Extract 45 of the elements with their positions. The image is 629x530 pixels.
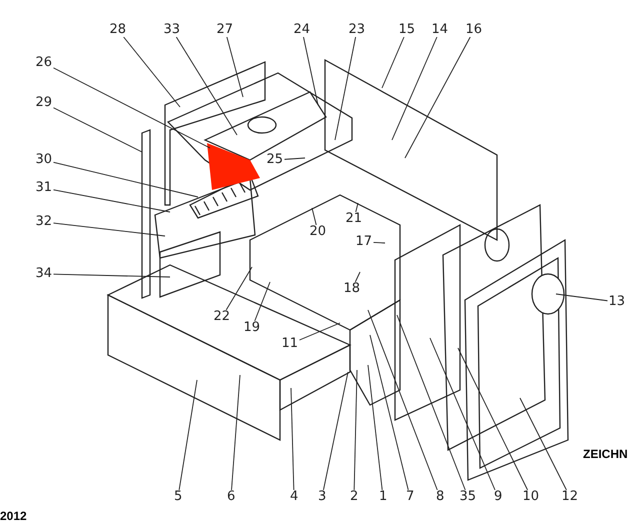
- leader-line: [303, 36, 318, 106]
- leader-line: [176, 36, 238, 136]
- leader-line: [53, 189, 170, 212]
- leader-line: [312, 208, 317, 226]
- leader-line: [556, 294, 608, 302]
- leader-line: [430, 338, 496, 490]
- leader-line: [368, 364, 383, 490]
- leader-line: [53, 274, 170, 278]
- callout-number: 23: [348, 23, 366, 37]
- drawing-label: ZEICHN: [583, 447, 628, 461]
- leader-line: [392, 36, 438, 140]
- leader-line: [354, 370, 358, 490]
- leader-line: [520, 398, 567, 490]
- leader-line: [323, 372, 348, 490]
- callout-number: 14: [430, 23, 450, 37]
- callout-number: 33: [162, 23, 182, 37]
- leader-line: [53, 107, 142, 152]
- callout-number: 27: [216, 23, 234, 37]
- leader-line: [178, 380, 198, 490]
- leader-line: [373, 242, 386, 244]
- leader-line: [355, 202, 358, 212]
- date-label: 2012: [0, 509, 27, 523]
- leader-line: [123, 36, 180, 108]
- leader-line: [226, 36, 244, 98]
- leader-line: [254, 282, 270, 322]
- callout-number: 28: [108, 23, 128, 37]
- leader-line: [334, 36, 356, 140]
- leader-line: [53, 222, 166, 236]
- leader-line: [458, 348, 528, 490]
- leader-line: [226, 266, 252, 310]
- leader-line: [284, 158, 306, 160]
- leader-line: [396, 314, 466, 490]
- leader-line: [382, 36, 404, 88]
- callout-number: 16: [464, 23, 484, 37]
- leader-line: [231, 374, 240, 490]
- callout-number: 24: [292, 23, 312, 37]
- leader-line: [354, 272, 360, 282]
- leader-line: [299, 322, 340, 340]
- leader-line: [53, 162, 198, 198]
- leader-line: [53, 67, 210, 148]
- leader-line: [370, 334, 409, 490]
- leader-line: [368, 310, 438, 490]
- leader-line: [404, 36, 471, 158]
- leader-line: [290, 388, 294, 490]
- callout-number: 15: [398, 23, 416, 37]
